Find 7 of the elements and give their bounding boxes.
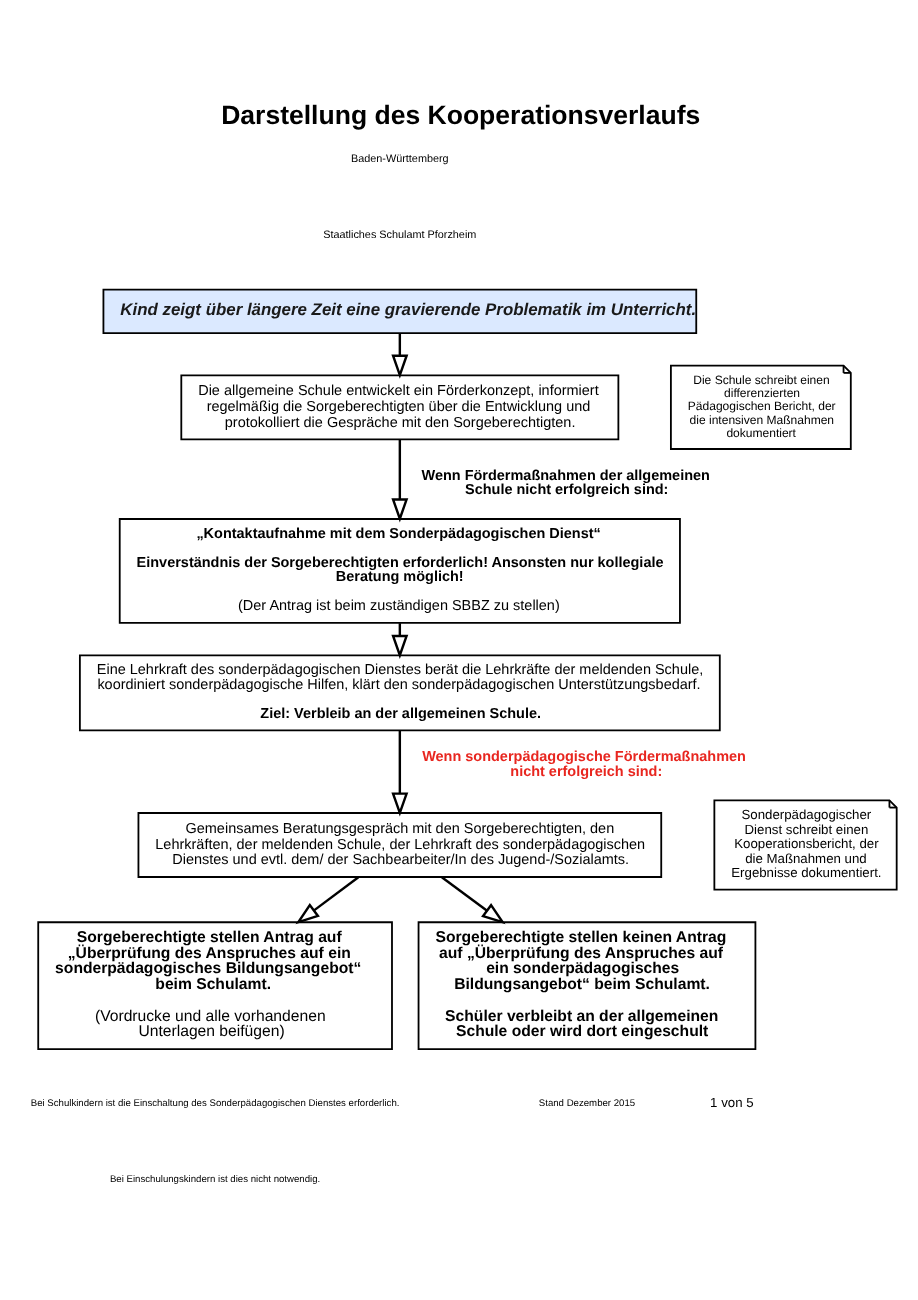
arrow <box>441 876 506 925</box>
arrow <box>391 333 409 379</box>
arrow <box>391 730 409 817</box>
arrow <box>391 439 409 523</box>
arrow <box>295 876 360 925</box>
node-box: Kind zeigt über längere Zeit eine gravierende Problematik im Unterricht. <box>102 288 698 334</box>
diagram-title: Darstellung des Kooperationsverlaufs <box>221 99 701 130</box>
